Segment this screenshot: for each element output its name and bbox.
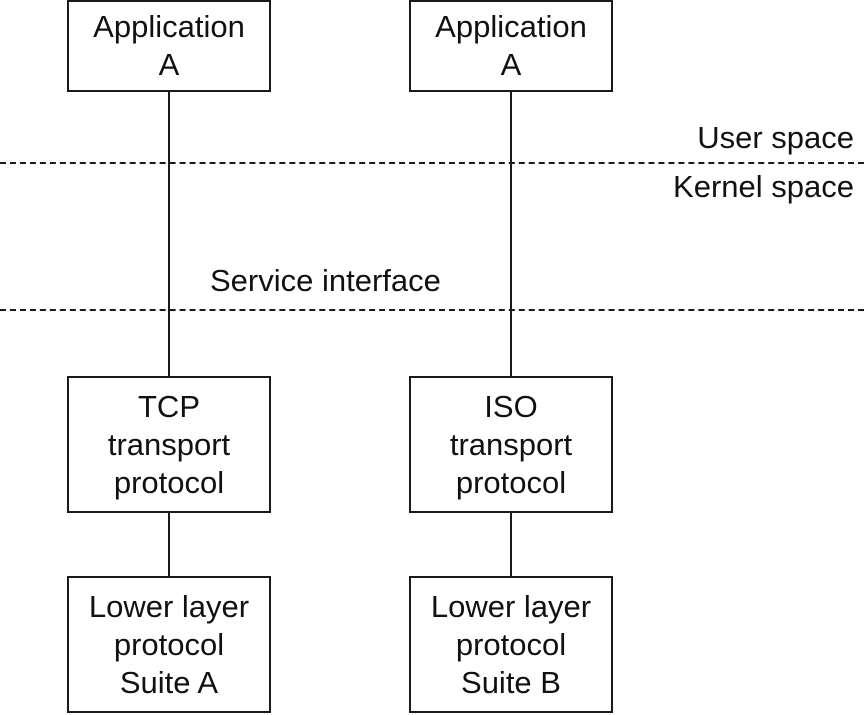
application-label-line2: A bbox=[500, 47, 522, 82]
lower-layer-label-line1: Lower layer bbox=[88, 588, 250, 624]
lower-layer-suite-a-box: Lower layer protocol Suite A bbox=[67, 576, 271, 713]
transport-label-line3: protocol bbox=[455, 464, 567, 500]
service-interface-label: Service interface bbox=[210, 263, 441, 298]
application-label-line1: Application bbox=[435, 9, 587, 44]
connector-tcp-to-lower-a bbox=[168, 511, 170, 578]
transport-label-line1: TCP bbox=[138, 388, 200, 424]
lower-layer-label-line3: Suite B bbox=[461, 664, 561, 700]
lower-layer-label-line2: protocol bbox=[113, 626, 225, 662]
service-interface-boundary-line bbox=[0, 309, 864, 311]
kernel-space-label: Kernel space bbox=[673, 169, 854, 204]
user-space-label: User space bbox=[697, 120, 854, 155]
lower-layer-label-line3: Suite A bbox=[119, 664, 219, 700]
application-box-right: Application A bbox=[409, 0, 613, 92]
connector-iso-to-lower-b bbox=[510, 511, 512, 578]
tcp-transport-box: TCP transport protocol bbox=[67, 376, 271, 513]
lower-layer-label-line1: Lower layer bbox=[430, 588, 592, 624]
application-label-line1: Application bbox=[93, 9, 245, 44]
user-kernel-boundary-line bbox=[0, 162, 864, 164]
transport-label-line2: transport bbox=[449, 426, 573, 462]
connector-app-a-to-tcp bbox=[168, 90, 170, 378]
application-box-left: Application A bbox=[67, 0, 271, 92]
application-label-line2: A bbox=[158, 47, 180, 82]
transport-label-line2: transport bbox=[107, 426, 231, 462]
transport-label-line3: protocol bbox=[113, 464, 225, 500]
transport-label-line1: ISO bbox=[484, 388, 538, 424]
iso-transport-box: ISO transport protocol bbox=[409, 376, 613, 513]
connector-app-b-to-iso bbox=[510, 90, 512, 378]
lower-layer-suite-b-box: Lower layer protocol Suite B bbox=[409, 576, 613, 713]
lower-layer-label-line2: protocol bbox=[455, 626, 567, 662]
